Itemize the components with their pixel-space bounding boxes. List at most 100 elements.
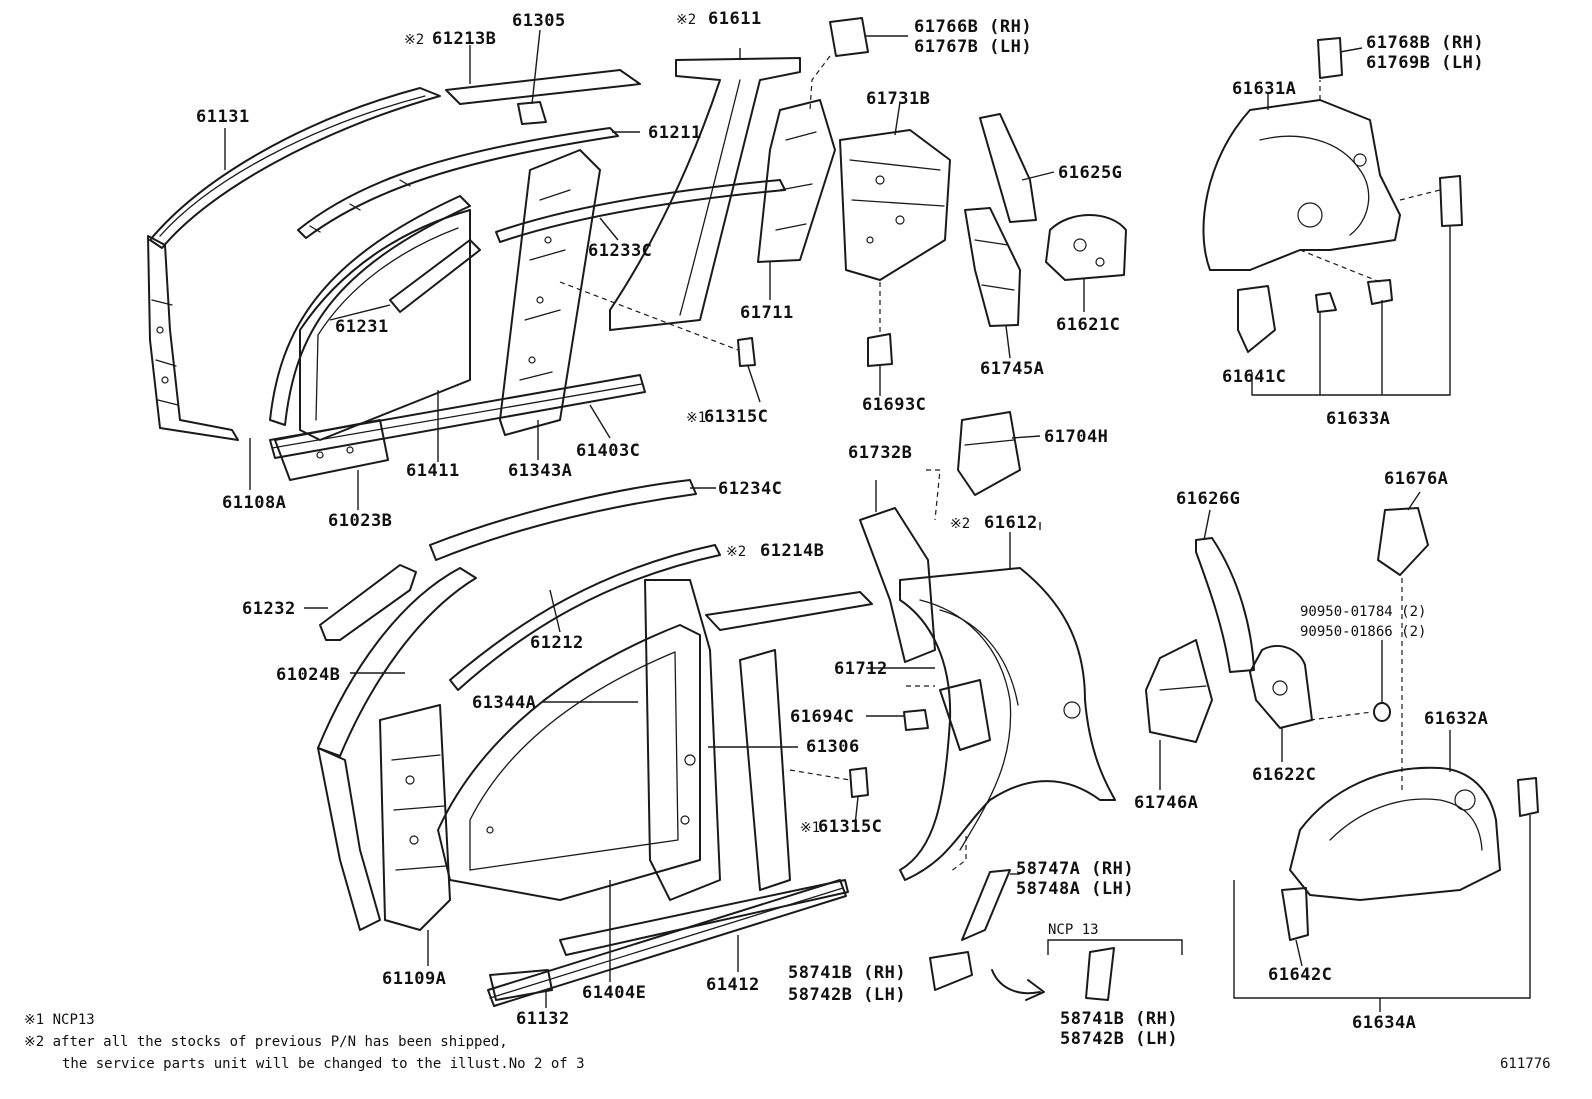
roof-rail-inner-61233C bbox=[495, 179, 786, 243]
label-61233C: 61233C bbox=[588, 241, 652, 261]
label-58747A: 58747A (RH) bbox=[1016, 859, 1134, 879]
quarter-inner-61611 bbox=[609, 57, 801, 331]
bracket-61641C bbox=[1237, 285, 1276, 353]
label-61411: 61411 bbox=[406, 461, 460, 481]
panel-61625G bbox=[979, 113, 1037, 223]
label-61621C: 61621C bbox=[1056, 315, 1120, 335]
front-pillar-inner-61231 bbox=[269, 195, 481, 426]
center-pillar-61306 bbox=[644, 579, 721, 901]
center-pillar-61343A bbox=[499, 149, 601, 436]
label-61109A: 61109A bbox=[382, 969, 446, 989]
side-member-61213B bbox=[445, 69, 641, 105]
label-61631A: 61631A bbox=[1232, 79, 1296, 99]
panel-61622C bbox=[1249, 645, 1313, 729]
rocker-61412 bbox=[559, 879, 849, 956]
label-61211: 61211 bbox=[648, 123, 702, 143]
panel-61746A bbox=[1145, 639, 1213, 743]
panel-61626G bbox=[1195, 537, 1255, 673]
note-1: ※1 NCP13 bbox=[24, 1012, 95, 1028]
label-61315C-lower: 61315C bbox=[818, 817, 882, 837]
label-61214B: 61214B bbox=[760, 541, 824, 561]
sill-61132 bbox=[489, 969, 553, 1001]
label-61694C: 61694C bbox=[790, 707, 854, 727]
mudguard-58747A bbox=[961, 869, 1011, 941]
bracket-61315C-upper bbox=[737, 337, 756, 367]
mark-61214B: ※2 bbox=[726, 544, 746, 560]
roof-side-rail-61131 bbox=[149, 87, 441, 249]
clip-90950 bbox=[1373, 702, 1391, 722]
label-58742B: 58742B (LH) bbox=[788, 985, 906, 1005]
bracket-61694C bbox=[903, 709, 929, 731]
label-61766B: 61766B (RH) bbox=[914, 17, 1032, 37]
mark-61213B: ※2 bbox=[404, 32, 424, 48]
label-61404E: 61404E bbox=[582, 983, 646, 1003]
label-61344A: 61344A bbox=[472, 693, 536, 713]
label-61704H: 61704H bbox=[1044, 427, 1108, 447]
label-61611: 61611 bbox=[708, 9, 762, 29]
label-61642C: 61642C bbox=[1268, 965, 1332, 985]
mark-61315C-upper: ※1 bbox=[686, 410, 706, 426]
bracket-61704H bbox=[957, 411, 1021, 496]
front-pillar-61109A bbox=[379, 704, 451, 931]
mudguard-58741B bbox=[929, 951, 973, 991]
label-61234C: 61234C bbox=[718, 479, 782, 499]
bracket-61305 bbox=[517, 101, 547, 125]
label-61315C-upper: 61315C bbox=[704, 407, 768, 427]
label-61108A: 61108A bbox=[222, 493, 286, 513]
panel-61731B bbox=[839, 129, 951, 281]
mark-61315C-lower: ※1 bbox=[800, 820, 820, 836]
label-61693C: 61693C bbox=[862, 395, 926, 415]
label-61732B: 61732B bbox=[848, 443, 912, 463]
bracket-61642C bbox=[1281, 887, 1309, 941]
label-61712: 61712 bbox=[834, 659, 888, 679]
label-61622C: 61622C bbox=[1252, 765, 1316, 785]
label-61634A: 61634A bbox=[1352, 1013, 1416, 1033]
label-61231: 61231 bbox=[335, 317, 389, 337]
diagram-id: 611776 bbox=[1500, 1056, 1551, 1072]
roof-side-61214B bbox=[705, 591, 873, 631]
label-61131: 61131 bbox=[196, 107, 250, 127]
label-61232: 61232 bbox=[242, 599, 296, 619]
label-61305: 61305 bbox=[512, 11, 566, 31]
label-61213B: 61213B bbox=[432, 29, 496, 49]
roof-rail-61234C bbox=[429, 479, 697, 561]
label-61403C: 61403C bbox=[576, 441, 640, 461]
pillar-61732B bbox=[859, 507, 936, 663]
rocker-61403C bbox=[269, 374, 646, 459]
panel-61712 bbox=[939, 679, 991, 751]
bracket-61315C-lower bbox=[849, 767, 869, 798]
mark-61611: ※2 bbox=[676, 12, 696, 28]
label-61625G: 61625G bbox=[1058, 163, 1122, 183]
bracket-61693C bbox=[867, 333, 893, 367]
label-61412: 61412 bbox=[706, 975, 760, 995]
wheel-house-61632A bbox=[1289, 766, 1501, 901]
label-61632A: 61632A bbox=[1424, 709, 1488, 729]
front-pillar-61108A bbox=[147, 235, 239, 441]
label-61746A: 61746A bbox=[1134, 793, 1198, 813]
bracket-wheel-lower bbox=[1517, 777, 1539, 817]
label-61769B: 61769B (LH) bbox=[1366, 53, 1484, 73]
label-90950-01866: 90950-01866 (2) bbox=[1300, 624, 1426, 640]
bracket-61766B bbox=[829, 17, 869, 57]
label-61711: 61711 bbox=[740, 303, 794, 323]
label-61767B: 61767B (LH) bbox=[914, 37, 1032, 57]
wheel-house-61631A bbox=[1202, 99, 1401, 271]
lower-panel-61023B bbox=[274, 419, 389, 481]
label-61641C: 61641C bbox=[1222, 367, 1286, 387]
bracket-61768B bbox=[1317, 37, 1343, 79]
label-58741B-ncp: 58741B (RH) bbox=[1060, 1009, 1178, 1029]
note-3: the service parts unit will be changed t… bbox=[62, 1056, 585, 1072]
label-61676A: 61676A bbox=[1384, 469, 1448, 489]
small-bracket-wheel bbox=[1315, 175, 1463, 313]
mark-61612: ※2 bbox=[950, 516, 970, 532]
arrow bbox=[991, 969, 1045, 1001]
pillar-61306-b bbox=[739, 649, 791, 891]
label-61306: 61306 bbox=[806, 737, 860, 757]
ncp13-box bbox=[1047, 939, 1183, 1001]
note-2: ※2 after all the stocks of previous P/N … bbox=[24, 1034, 508, 1050]
door-opening-61344A bbox=[437, 624, 701, 901]
label-61633A: 61633A bbox=[1326, 409, 1390, 429]
pillar-reinforcement-61711 bbox=[757, 99, 836, 263]
label-61132: 61132 bbox=[516, 1009, 570, 1029]
